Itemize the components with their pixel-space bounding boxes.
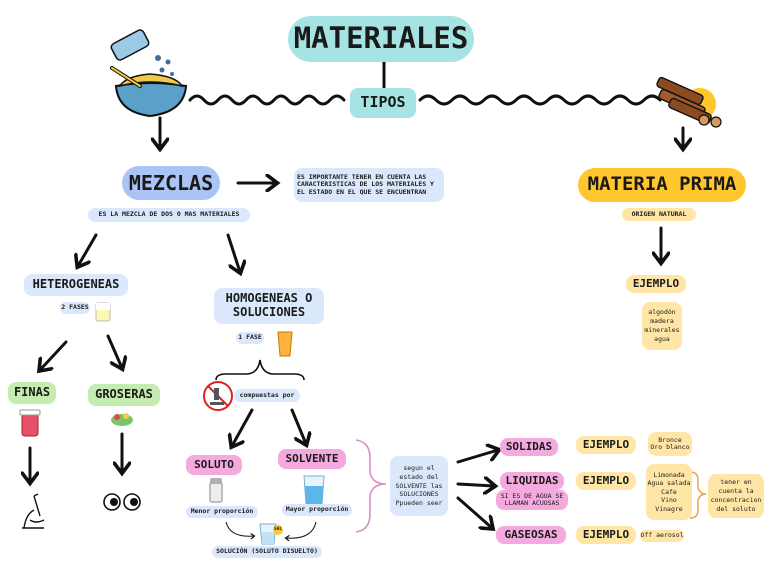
bowl-icon: [110, 29, 188, 118]
heterogeneas-label: HETEROGENEAS: [24, 274, 128, 296]
jam-jar-icon: [19, 409, 41, 437]
segun-line-1: segun el: [403, 464, 435, 473]
mezclas-note-line-2: CARACTERISTICAS DE LOS MATERIALES Y: [297, 180, 434, 189]
homogeneas-label-line-1: HOMOGENEAS O: [225, 291, 313, 306]
arrow-to-homogeneas: [226, 233, 240, 272]
arrow-to-finas: [40, 340, 68, 370]
concentration-line-4: del soluto: [716, 504, 756, 513]
homogeneas-label: HOMOGENEAS O SOLUCIONES: [214, 288, 324, 324]
origen-natural: ORIGEN NATURAL: [622, 208, 696, 221]
solvente-label: SOLVENTE: [278, 449, 346, 469]
solidas-example-2: Oro blanco: [650, 443, 690, 451]
materia-examples: algodón madera minerales agua: [642, 302, 682, 350]
gaseosas-example: Off aerosol: [640, 530, 684, 542]
squiggle-right: [418, 94, 662, 106]
segun-line-5: Ppueden seer: [395, 499, 443, 508]
homogeneas-label-line-2: SOLUCIONES: [232, 305, 306, 319]
brace-homogeneas: [215, 359, 305, 381]
microscope-icon: [22, 493, 45, 529]
homogeneas-phases: 1 FASE: [236, 332, 264, 344]
salt-shaker-icon: [209, 478, 223, 503]
mezclas-note-line-3: EL ESTADO EN EL QUE SE ENCUENTRAN: [297, 187, 427, 196]
liquidas-example-5: Vinagre: [655, 504, 683, 513]
liquidas-examples: Limonada Agua salada Cafe Vino Vinagre: [646, 464, 692, 520]
arrow-to-liquidas: [456, 484, 494, 486]
materia-example-2: madera: [650, 316, 674, 325]
brace-liquidas: [689, 471, 707, 519]
concentration-note: tener en cuenta la concentracion del sol…: [708, 474, 764, 518]
arrow-to-gaseosas: [456, 496, 492, 528]
heterogeneas-phases: 2 FASES: [60, 302, 90, 314]
arrow-to-soluto: [232, 408, 254, 446]
arrow-to-groseras: [106, 334, 122, 368]
glass-two-phases-icon: [95, 302, 111, 322]
solidas-label: SOLIDAS: [500, 438, 558, 456]
mezclas-note: ES IMPORTANTE TENER EN CUENTA LAS CARACT…: [294, 168, 444, 202]
materia-prima-label: MATERIA PRIMA: [578, 168, 746, 202]
eyes-icon: [103, 493, 141, 511]
liquidas-example-3: Cafe: [661, 487, 677, 496]
finas-label: FINAS: [8, 382, 56, 404]
concentration-line-1: tener en: [720, 478, 752, 487]
segun-line-4: SOLUCIONES: [399, 490, 439, 499]
solucion-label: SOLUCIÓN (SOLUTO DISUELTO): [212, 546, 322, 558]
liquidas-note: SI ES DE AGUA SE LLAMAN ACUOSAS: [496, 490, 568, 510]
salad-icon: [111, 413, 133, 426]
materia-example-4: agua: [654, 335, 670, 344]
ejemplo-solidas: EJEMPLO: [576, 436, 636, 454]
solidas-example-1: Bronce: [658, 435, 682, 444]
liquidas-example-2: Agua salada: [647, 479, 691, 488]
brace-solvente: [355, 439, 387, 533]
solidas-examples: Bronce Oro blanco: [648, 432, 692, 456]
liquidas-label: LIQUIDAS: [500, 472, 564, 490]
squiggle-left: [188, 94, 346, 106]
menor-proporcion: Menor proporción: [186, 506, 258, 518]
curve-solvente-to-solucion: [286, 521, 317, 538]
concentration-line-3: concentracion: [710, 496, 762, 504]
ejemplo-gaseosas: EJEMPLO: [576, 526, 636, 544]
segun-note: segun el estado del SOLVENTE las SOLUCIO…: [390, 456, 448, 516]
mezclas-definition: ES LA MEZCLA DE DOS O MAS MATERIALES: [88, 208, 250, 222]
title-materiales: MATERIALES: [288, 16, 474, 62]
tipos-label: TIPOS: [350, 88, 416, 118]
groseras-label: GROSERAS: [88, 384, 160, 406]
wood-logs-icon: [656, 76, 722, 128]
sal-label: SAL: [273, 527, 283, 533]
segun-line-3: SOLVENTE las: [395, 481, 443, 490]
liquidas-note-line-1: SI ES DE AGUA SE: [500, 491, 564, 500]
liquidas-example-4: Vino: [661, 496, 677, 505]
gaseosas-label: GASEOSAS: [496, 526, 566, 544]
liquidas-note-line-2: LLAMAN ACUOSAS: [504, 499, 560, 507]
mezclas-note-line-1: ES IMPORTANTE TENER EN CUENTA LAS: [297, 172, 427, 181]
ejemplo-liquidas: EJEMPLO: [576, 472, 636, 490]
liquidas-example-1: Limonada: [653, 470, 685, 479]
materia-example-3: minerales: [644, 326, 680, 334]
curve-soluto-to-solucion: [225, 521, 254, 536]
mezclas-label: MEZCLAS: [122, 166, 220, 200]
arrow-to-solvente: [290, 408, 306, 444]
solution-glass-icon: [259, 523, 283, 545]
no-microscope-icon: [203, 381, 233, 411]
concentration-line-2: cuenta la: [718, 487, 754, 496]
juice-glass-icon: [277, 331, 293, 357]
compuestas-label: compuestas por: [234, 389, 300, 402]
ejemplo-materia: EJEMPLO: [626, 275, 686, 293]
arrow-to-solidas: [456, 450, 498, 464]
water-glass-icon: [303, 475, 325, 505]
materia-example-1: algodón: [648, 307, 676, 316]
arrow-to-heterogeneas: [78, 233, 98, 266]
segun-line-2: estado del: [399, 472, 439, 481]
mayor-proporcion: Mayor proporción: [282, 504, 352, 516]
soluto-label: SOLUTO: [186, 455, 242, 475]
